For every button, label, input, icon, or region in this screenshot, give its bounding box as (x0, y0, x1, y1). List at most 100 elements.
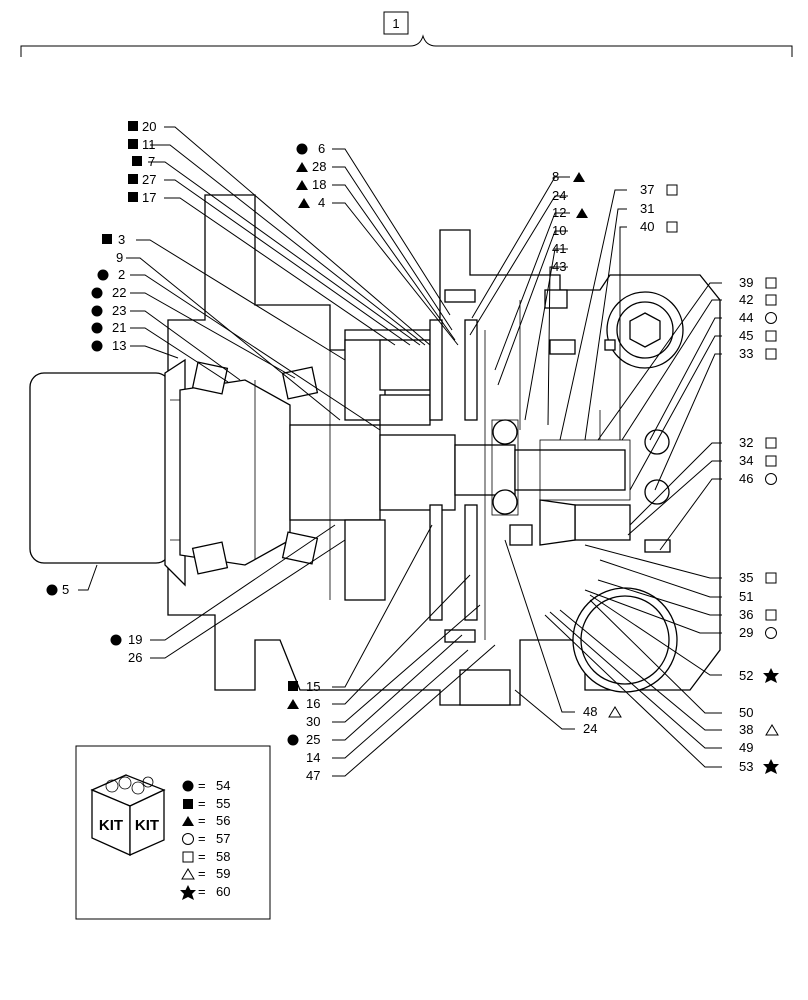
square-icon (128, 139, 138, 149)
callout-15[interactable]: 15 (288, 679, 320, 694)
circle-icon (97, 269, 109, 281)
callout-48[interactable]: 48 (583, 704, 622, 719)
circle-open-icon (765, 312, 777, 324)
callout-17[interactable]: 17 (128, 190, 156, 205)
callout-number: 48 (583, 704, 597, 719)
callout-43[interactable]: 43 (552, 259, 566, 274)
square-open-icon (765, 330, 777, 342)
callout-51[interactable]: 51 (739, 589, 753, 604)
legend-kit-number: 59 (216, 866, 230, 881)
callout-number: 53 (739, 759, 753, 774)
circle-icon (296, 143, 308, 155)
callout-12[interactable]: 12 (552, 205, 588, 220)
callout-52[interactable]: 52 (739, 668, 779, 683)
callout-33[interactable]: 33 (739, 346, 777, 361)
callout-number: 42 (739, 292, 753, 307)
callout-number: 26 (128, 650, 142, 665)
callout-37[interactable]: 37 (640, 182, 678, 197)
callout-31[interactable]: 31 (640, 201, 654, 216)
callout-19[interactable]: 19 (110, 632, 143, 647)
callout-42[interactable]: 42 (739, 292, 777, 307)
callout-29[interactable]: 29 (739, 625, 777, 640)
callout-34[interactable]: 34 (739, 453, 777, 468)
callout-32[interactable]: 32 (739, 435, 777, 450)
callout-number: 22 (112, 285, 126, 300)
labels-top-right: 37 31 40 (640, 182, 678, 234)
callout-number: 24 (552, 188, 566, 203)
callout-4[interactable]: 4 (298, 195, 325, 210)
callout-26[interactable]: 26 (128, 650, 142, 665)
legend-kit-number: 58 (216, 849, 230, 864)
callout-41[interactable]: 41 (552, 241, 566, 256)
assembly-number: 1 (392, 16, 399, 31)
callout-13[interactable]: 13 (91, 338, 127, 353)
callout-46[interactable]: 46 (739, 471, 777, 486)
callout-28[interactable]: 28 (296, 159, 326, 174)
callout-47[interactable]: 47 (306, 768, 320, 783)
legend-entry-56: =56 (182, 813, 230, 828)
assembly-bracket (20, 34, 793, 57)
callout-40[interactable]: 40 (640, 219, 678, 234)
callout-50[interactable]: 50 (739, 705, 753, 720)
callout-44[interactable]: 44 (739, 310, 777, 325)
callout-53[interactable]: 53 (739, 759, 779, 774)
callout-number: 15 (306, 679, 320, 694)
assembly-number-box (383, 11, 409, 35)
callout-number: 46 (739, 471, 753, 486)
callout-number: 41 (552, 241, 566, 256)
callout-36[interactable]: 36 (739, 607, 777, 622)
square-open-icon (765, 572, 777, 584)
circle-icon (287, 734, 299, 746)
circle-open-icon (765, 473, 777, 485)
callout-24-bottom[interactable]: 24 (583, 721, 597, 736)
square-open-icon (666, 184, 678, 196)
callout-20[interactable]: 20 (128, 119, 156, 134)
callout-7[interactable]: 7 (132, 154, 155, 169)
callout-9[interactable]: 9 (116, 250, 123, 265)
legend-kit-number: 60 (216, 884, 230, 899)
callout-number: 28 (312, 159, 326, 174)
callout-49[interactable]: 49 (739, 740, 753, 755)
callout-21[interactable]: 21 (91, 320, 127, 335)
callout-22[interactable]: 22 (91, 285, 127, 300)
square-open-icon (765, 277, 777, 289)
callout-2[interactable]: 2 (97, 267, 126, 282)
callout-14[interactable]: 14 (306, 750, 320, 765)
star-icon (763, 668, 779, 683)
callout-6[interactable]: 6 (296, 141, 326, 156)
callout-number: 10 (552, 223, 566, 238)
callout-18[interactable]: 18 (296, 177, 326, 192)
callout-5[interactable]: 5 (46, 582, 70, 597)
callout-3[interactable]: 3 (102, 232, 125, 247)
callout-30[interactable]: 30 (306, 714, 320, 729)
assembly-callout[interactable]: 1 (20, 11, 793, 57)
callout-10[interactable]: 10 (552, 223, 566, 238)
callout-8[interactable]: 8 (552, 169, 585, 184)
circle-icon (91, 322, 103, 334)
circle-icon (91, 340, 103, 352)
callout-38[interactable]: 38 (739, 722, 779, 737)
kit-text-right: KIT (135, 817, 159, 834)
callout-16[interactable]: 16 (287, 696, 320, 711)
callout-39[interactable]: 39 (739, 275, 777, 290)
callout-27[interactable]: 27 (128, 172, 156, 187)
legend-kit-number: 55 (216, 796, 230, 811)
callout-45[interactable]: 45 (739, 328, 777, 343)
callout-number: 20 (142, 119, 156, 134)
callout-23[interactable]: 23 (91, 303, 127, 318)
callout-35[interactable]: 35 (739, 570, 777, 585)
triangle-open-icon (181, 868, 195, 880)
callout-25[interactable]: 25 (287, 732, 321, 747)
labels-top-mid: 8 24 12 10 41 43 (552, 169, 588, 274)
legend-entry-57: =57 (182, 831, 230, 846)
callout-number: 49 (739, 740, 753, 755)
labels-left: 20 11 7 27 17 3 9 2 22 23 21 13 (91, 119, 156, 353)
callout-24-top[interactable]: 24 (552, 188, 566, 203)
square-open-icon (765, 348, 777, 360)
callout-11[interactable]: 11 (128, 137, 156, 152)
triangle-open-icon (765, 724, 779, 736)
circle-icon (91, 305, 103, 317)
square-icon (132, 156, 142, 166)
circle-open-icon (182, 833, 194, 845)
